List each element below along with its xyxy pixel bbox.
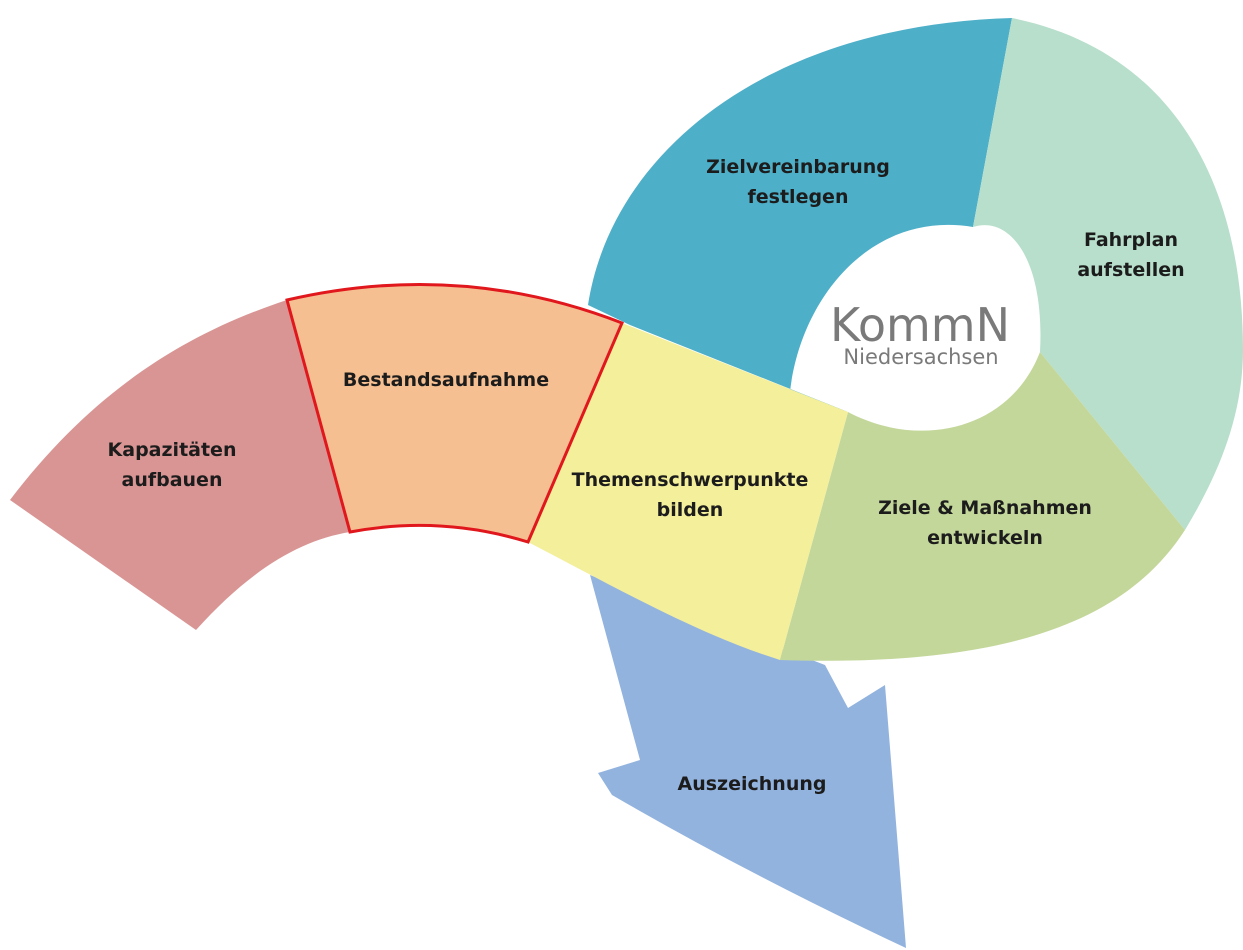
label-themenschwerpunkte-2: bilden (657, 499, 724, 521)
segment-ziele-massnahmen (780, 352, 1185, 661)
label-zielvereinbarung-2: festlegen (748, 186, 849, 208)
segment-bestandsaufnahme (285, 283, 624, 544)
label-ziele-massnahmen-2: entwickeln (927, 527, 1043, 549)
segment-kapazitaeten (10, 300, 350, 630)
kommn-logo: KommN Niedersachsen (830, 298, 1010, 369)
segment-zielvereinbarung (588, 18, 1012, 412)
label-bestandsaufnahme: Bestandsaufnahme (343, 369, 549, 391)
segment-themenschwerpunkte (528, 323, 848, 660)
label-kapazitaeten-2: aufbauen (122, 469, 223, 491)
label-ziele-massnahmen-1: Ziele & Maßnahmen (878, 497, 1092, 519)
label-kapazitaeten-1: Kapazitäten (108, 439, 237, 461)
label-themenschwerpunkte-1: Themenschwerpunkte (572, 469, 809, 491)
logo-name: KommN (830, 298, 1010, 352)
logo-subtitle: Niedersachsen (843, 345, 998, 369)
auszeichnung-arrow (590, 575, 906, 948)
segment-fahrplan (973, 18, 1243, 530)
label-zielvereinbarung-1: Zielvereinbarung (706, 156, 890, 178)
label-fahrplan-2: aufstellen (1077, 259, 1184, 281)
label-fahrplan-1: Fahrplan (1084, 229, 1178, 251)
label-auszeichnung: Auszeichnung (678, 773, 827, 795)
